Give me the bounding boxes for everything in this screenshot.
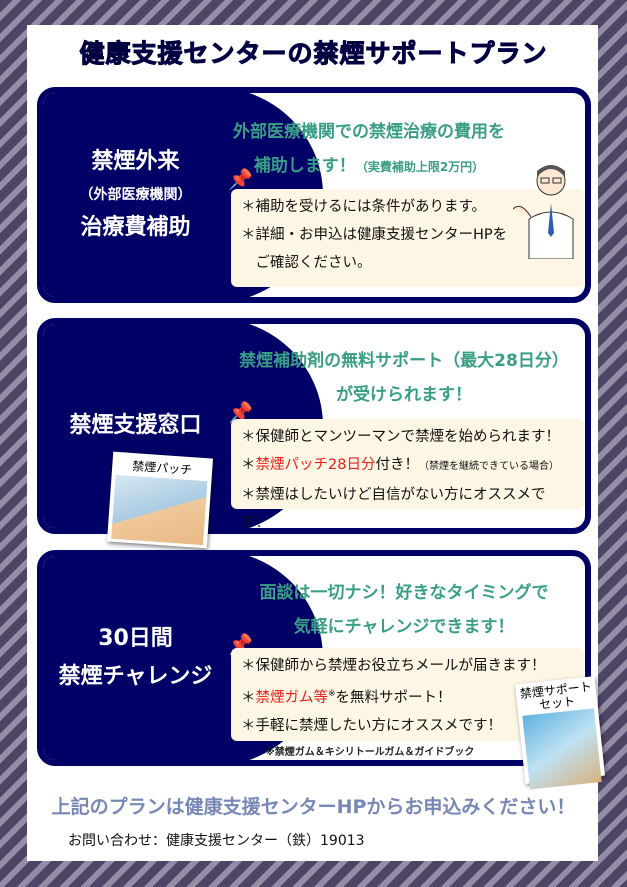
patch-image: [111, 474, 208, 546]
apply-message: 上記のプランは健康支援センターHPからお申込みください！: [51, 796, 576, 818]
plan-headline: 外部医療機関での禁煙治療の費用を 補助します！（実費補助上限2万円）: [193, 115, 545, 184]
plan-name: 禁煙支援窓口: [43, 324, 228, 528]
pushpin-icon: 📌: [228, 167, 253, 191]
detail-item: ＊補助を受けるには条件があります。: [241, 199, 487, 215]
plan-title: 30日間: [98, 626, 173, 651]
plan-name: 30日間 禁煙チャレンジ: [43, 556, 228, 760]
detail-item: ＊手軽に禁煙したい方にオススメです！: [241, 717, 502, 734]
page-title: 健康支援センターの禁煙サポートプラン: [79, 39, 548, 69]
bullet: ＊: [241, 457, 256, 473]
support-set-photo: 禁煙サポートセット: [514, 676, 606, 790]
footnote: ※禁煙ガム＆キシリトールガム＆ガイドブック: [265, 747, 475, 758]
plan-card-support-desk: 禁煙支援窓口 禁煙補助剤の無料サポート（最大28日分） が受けられます！ 📌 ＊…: [37, 318, 591, 534]
headline-line: 禁煙補助剤の無料サポート（最大28日分）: [239, 351, 569, 371]
contact-info: お問い合わせ：健康支援センター（鉄）19013: [68, 833, 365, 849]
detail-note: （禁煙を継続できている場合）: [418, 461, 559, 472]
detail-item: ＊禁煙ガム等※を無料サポート！: [241, 680, 574, 712]
headline-line: 面談は一切ナシ！好きなタイミングで: [259, 583, 549, 603]
highlight-text: 禁煙パッチ28日分: [255, 457, 376, 473]
detail-item: ご確認ください。: [241, 255, 372, 271]
plan-details: ＊補助を受けるには条件があります。 ＊詳細・お申込は健康支援センターHPを ご確…: [231, 189, 584, 287]
plan-headline: 禁煙補助剤の無料サポート（最大28日分） が受けられます！: [223, 344, 585, 412]
footnote-mark: ※: [328, 689, 336, 699]
plan-title: 禁煙外来: [91, 149, 180, 174]
headline-line: が受けられます！: [336, 385, 472, 405]
plan-card-30day-challenge: 30日間 禁煙チャレンジ 面談は一切ナシ！好きなタイミングで 気軽にチャレンジで…: [37, 550, 591, 766]
support-set-image: [522, 708, 602, 790]
plan-details: ＊保健師とマンツーマンで禁煙を始められます！ ＊禁煙パッチ28日分付き！（禁煙を…: [231, 419, 584, 528]
detail-text: を無料サポート！: [335, 689, 452, 706]
detail-item: ＊保健師とマンツーマンで禁煙を始められます！: [241, 429, 560, 445]
doctor-illustration: [513, 165, 574, 259]
plan-name: 禁煙外来 （外部医療機関） 治療費補助: [43, 93, 228, 297]
headline-note: （実費補助上限2万円）: [355, 160, 485, 174]
plan-subtitle: （外部医療機関）: [79, 187, 192, 203]
plan-title: 禁煙支援窓口: [69, 413, 202, 438]
headline-line: 外部医療機関での禁煙治療の費用を: [233, 122, 505, 142]
plan-title-2: 治療費補助: [80, 215, 191, 240]
plan-headline: 面談は一切ナシ！好きなタイミングで 気軽にチャレンジできます！: [223, 576, 585, 644]
detail-item: ＊保健師から禁煙お役立ちメールが届きます！: [241, 658, 546, 674]
detail-item: ＊詳細・お申込は健康支援センターHPを: [241, 227, 508, 243]
detail-item: ＊禁煙はしたいけど自信がない方にオススメです！: [241, 487, 546, 531]
highlight-text: 禁煙ガム等: [255, 689, 329, 706]
nicotine-patch-photo: 禁煙パッチ: [106, 451, 214, 549]
detail-text: 付き！: [375, 457, 419, 473]
headline-line: 補助します！: [253, 156, 356, 176]
detail-item: ＊禁煙パッチ28日分付き！（禁煙を継続できている場合）: [241, 451, 574, 481]
headline-line: 気軽にチャレンジできます！: [293, 617, 515, 637]
bullet: ＊: [241, 689, 256, 706]
plan-title-2: 禁煙チャレンジ: [58, 664, 213, 689]
plan-card-outpatient: 禁煙外来 （外部医療機関） 治療費補助 外部医療機関での禁煙治療の費用を 補助し…: [37, 87, 591, 303]
